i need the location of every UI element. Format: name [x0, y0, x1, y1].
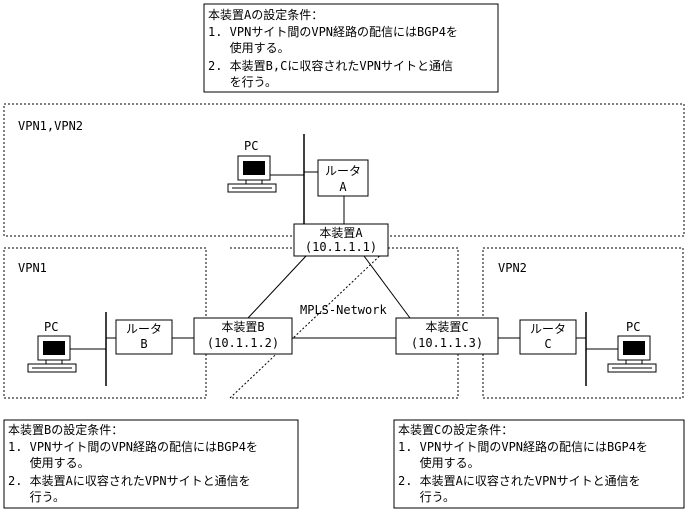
condition-b-title: 本装置Bの設定条件：	[8, 422, 123, 437]
device-a: 本装置A (10.1.1.1)	[293, 223, 389, 257]
device-a-name: 本装置A	[319, 226, 363, 240]
pc-icon-top: PC	[227, 139, 277, 193]
condition-b-item-3: 2. 本装置Aに収容されたVPNサイトと通信を	[8, 473, 251, 488]
pc-icon-right: PC	[607, 320, 657, 373]
condition-b-item-2: 使用する。	[8, 455, 90, 470]
condition-c-item-3: 2. 本装置Aに収容されたVPNサイトと通信を	[398, 473, 641, 488]
router-b-label: ルータ	[126, 322, 162, 336]
device-c: 本装置C (10.1.1.3)	[395, 317, 499, 355]
condition-b-item-4: 行う。	[8, 490, 65, 504]
link-device-a-device-b	[247, 255, 307, 319]
device-b-name: 本装置B	[221, 320, 264, 334]
condition-box-c: 本装置Cの設定条件： 1. VPNサイト間のVPN経路の配信にはBGP4を 使用…	[393, 419, 685, 509]
device-b-ip: (10.1.1.2)	[207, 336, 279, 350]
pc-left-label: PC	[44, 320, 58, 334]
condition-c-title: 本装置Cの設定条件：	[398, 422, 513, 437]
region-left-label: VPN1	[18, 261, 47, 275]
condition-box-a: 本装置Aの設定条件： 1. VPNサイト間のVPN経路の配信にはBGP4を 使用…	[203, 3, 499, 93]
condition-c-item-2: 使用する。	[398, 455, 480, 470]
link-device-a-device-c	[363, 255, 411, 319]
router-c-label: ルータ	[530, 322, 566, 336]
pc-top-label: PC	[244, 139, 258, 153]
condition-box-b: 本装置Bの設定条件： 1. VPNサイト間のVPN経路の配信にはBGP4を 使用…	[3, 419, 299, 509]
router-a: ルータ A	[317, 159, 369, 197]
region-top-label: VPN1,VPN2	[18, 119, 83, 133]
device-a-ip: (10.1.1.1)	[305, 240, 377, 254]
condition-c-item-1: 1. VPNサイト間のVPN経路の配信にはBGP4を	[398, 439, 648, 454]
condition-a-item-2: 使用する。	[208, 40, 290, 55]
device-b: 本装置B (10.1.1.2)	[193, 317, 293, 355]
region-right-label: VPN2	[498, 261, 527, 275]
pc-right-label: PC	[626, 320, 640, 334]
router-b: ルータ B	[115, 319, 173, 355]
condition-b-item-1: 1. VPNサイト間のVPN経路の配信にはBGP4を	[8, 439, 258, 454]
condition-c-item-4: 行う。	[398, 490, 455, 504]
router-b-id: B	[140, 337, 147, 351]
router-a-label: ルータ	[325, 164, 361, 178]
condition-a-item-3: 2. 本装置B,Cに収容されたVPNサイトと通信	[208, 58, 453, 73]
condition-a-title: 本装置Aの設定条件：	[208, 7, 323, 22]
router-a-id: A	[339, 180, 347, 194]
router-c-id: C	[544, 337, 551, 351]
device-c-ip: (10.1.1.3)	[411, 336, 483, 350]
mpls-network-label: MPLS-Network	[300, 303, 387, 317]
condition-a-item-4: を行う。	[208, 75, 277, 89]
router-c: ルータ C	[519, 319, 577, 355]
pc-icon-left: PC	[27, 320, 77, 373]
condition-a-item-1: 1. VPNサイト間のVPN経路の配信にはBGP4を	[208, 24, 458, 39]
device-c-name: 本装置C	[425, 320, 468, 334]
